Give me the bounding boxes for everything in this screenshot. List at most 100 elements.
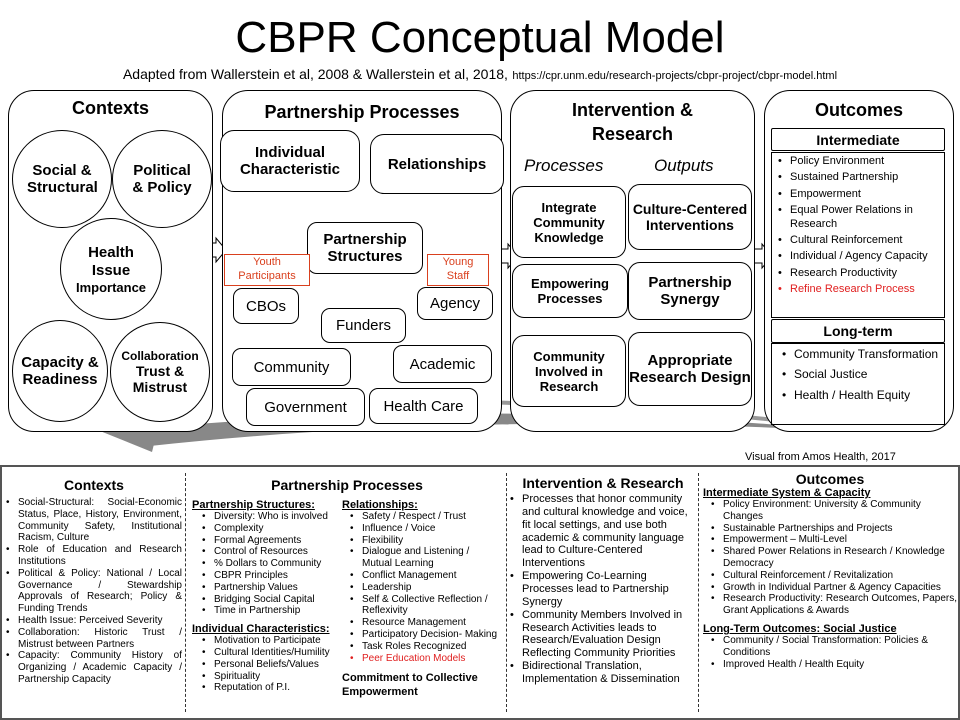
divider	[185, 473, 186, 712]
detail-item: Research Productivity: Research Outcomes…	[711, 593, 957, 617]
detail-longterm-list: Community / Social Transformation: Polic…	[703, 635, 957, 670]
funders-box: Funders	[321, 308, 406, 343]
commitment-text: Commitment to Collective Empowerment	[342, 672, 478, 698]
relationships-label: Relationships	[387, 155, 487, 173]
detail-item: Spirituality	[202, 671, 342, 683]
synergy-label: Partnership Synergy	[648, 274, 732, 308]
intermediate-system-subtitle: Intermediate System & Capacity	[703, 487, 871, 499]
detail-intermediate-list: Policy Environment: University & Communi…	[703, 499, 957, 617]
detail-partnership-title: Partnership Processes	[271, 477, 423, 493]
detail-item: Flexibility	[350, 535, 502, 547]
detail-item: Community / Social Transformation: Polic…	[711, 635, 957, 659]
circle-political-policy: Political & Policy	[112, 130, 212, 228]
detail-item: Personal Beliefs/Values	[202, 659, 342, 671]
detail-outcomes: Outcomes Intermediate System & Capacity …	[703, 467, 957, 720]
intermediate-item: Empowerment	[778, 188, 940, 202]
detail-item: Bidirectional Translation, Implementatio…	[510, 660, 696, 686]
detail-item: Task Roles Recognized	[350, 641, 502, 653]
health-care-label: Health Care	[383, 397, 464, 415]
contexts-title: Contexts	[71, 98, 149, 118]
detail-item: Control of Resources	[202, 546, 342, 558]
detail-item: Safety / Respect / Trust	[350, 511, 502, 523]
detail-item: Cultural Reinforcement / Revitalization	[711, 570, 957, 582]
intermediate-item-red: Refine Research Process	[778, 283, 940, 297]
political-label: Political & Policy	[132, 162, 192, 196]
detail-item: Bridging Social Capital	[202, 594, 342, 606]
design-label: Appropriate Research Design	[629, 352, 751, 386]
longterm-item: Community Transformation	[782, 347, 940, 362]
agency-label: Agency	[429, 295, 481, 312]
government-box: Government	[246, 388, 365, 426]
detail-contexts-list: Social-Structural: Social-Economic Statu…	[6, 497, 182, 686]
empowering-processes-box: Empowering Processes	[512, 264, 628, 318]
detail-item: Diversity: Who is involved	[202, 511, 342, 523]
intermediate-item: Cultural Reinforcement	[778, 234, 940, 248]
individual-list: Motivation to Participate Cultural Ident…	[192, 635, 342, 694]
partnership-structures-box: Partnership Structures	[307, 222, 423, 274]
longterm-item: Social Justice	[782, 367, 940, 382]
outputs-label: Outputs	[654, 156, 714, 175]
detail-item: Reputation of P.I.	[202, 682, 342, 694]
academic-box: Academic	[393, 345, 492, 383]
detail-item: Influence / Voice	[350, 523, 502, 535]
intermediate-item: Research Productivity	[778, 267, 940, 281]
subtitle-url[interactable]: https://cpr.unm.edu/research-projects/cb…	[512, 70, 838, 82]
detail-item: Improved Health / Health Equity	[711, 659, 957, 671]
detail-item: Participatory Decision- Making	[350, 629, 502, 641]
detail-item: Shared Power Relations in Research / Kno…	[711, 546, 957, 570]
empowering-label: Empowering Processes	[530, 276, 609, 306]
intermediate-label: Intermediate	[816, 131, 900, 148]
partnership-title: Partnership Processes	[264, 102, 460, 122]
detail-item: Processes that honor community and cultu…	[510, 493, 696, 570]
divider	[506, 473, 507, 712]
detail-item: Resource Management	[350, 617, 502, 629]
processes-label: Processes	[524, 156, 604, 175]
structures-list: Diversity: Who is involved Complexity Fo…	[192, 511, 342, 617]
detail-item: Health Issue: Perceived Severity	[6, 615, 182, 627]
detail-intervention-list: Processes that honor community and cultu…	[510, 493, 696, 686]
research-design-box: Appropriate Research Design	[628, 332, 752, 406]
subtitle: Adapted from Wallerstein et al, 2008 & W…	[0, 66, 960, 84]
detail-partnership: Partnership Processes Partnership Struct…	[190, 467, 504, 720]
young-staff-label: Young Staff	[442, 256, 474, 282]
health-issue-label: Health Issue	[88, 243, 134, 279]
longterm-list-box: Community Transformation Social Justice …	[771, 343, 945, 425]
detail-item: CBPR Principles	[202, 570, 342, 582]
capacity-label: Capacity & Readiness	[21, 354, 99, 388]
relationships-list: Safety / Respect / Trust Influence / Voi…	[342, 511, 502, 664]
detail-item: Growth in Individual Partner & Agency Ca…	[711, 582, 957, 594]
detail-item: Sustainable Partnerships and Projects	[711, 523, 957, 535]
structures-subtitle: Partnership Structures:	[192, 499, 315, 511]
culture-centered-box: Culture-Centered Interventions	[628, 184, 752, 250]
cbos-box: CBOs	[233, 288, 299, 324]
integrate-label: Integrate Community Knowledge	[533, 199, 605, 245]
individual-label: Individual Characteristic	[239, 144, 341, 178]
detail-outcomes-title: Outcomes	[795, 471, 865, 487]
detail-item: Community Members Involved in Research A…	[510, 609, 696, 660]
detail-item: Empowering Co-Learning Processes lead to…	[510, 570, 696, 609]
detail-intervention: Intervention & Research Processes that h…	[510, 467, 696, 720]
government-label: Government	[264, 398, 347, 416]
health-care-box: Health Care	[369, 388, 478, 424]
detail-item: Conflict Management	[350, 570, 502, 582]
detail-item: Self & Collective Reflection / Reflexivi…	[350, 594, 502, 618]
integrate-knowledge-box: Integrate Community Knowledge	[512, 186, 626, 258]
detail-item: Partnership Values	[202, 582, 342, 594]
detail-item: Role of Education and Research Instituti…	[6, 544, 182, 568]
social-label: Social & Structural	[27, 162, 98, 196]
intermediate-item: Equal Power Relations in Research	[778, 204, 940, 231]
trust-label: Trust & Mistrust	[132, 363, 188, 395]
detail-item: Political & Policy: National / Local Gov…	[6, 568, 182, 615]
circle-collaboration: Collaboration Trust & Mistrust	[110, 322, 210, 422]
detail-item: Time in Partnership	[202, 605, 342, 617]
relationships-subtitle: Relationships:	[342, 499, 418, 511]
detail-item: Social-Structural: Social-Economic Statu…	[6, 497, 182, 544]
longterm-header: Long-term	[771, 319, 945, 343]
community-involved-label: Community Involved in Research	[533, 348, 605, 394]
young-staff-box: Young Staff	[427, 254, 489, 286]
circle-capacity-readiness: Capacity & Readiness	[12, 320, 108, 422]
detail-relationships: Relationships: Safety / Respect / Trust …	[342, 499, 502, 699]
subtitle-text: Adapted from Wallerstein et al, 2008 & W…	[122, 66, 508, 82]
structures-label: Partnership Structures	[323, 231, 407, 265]
detail-item: Cultural Identities/Humility	[202, 647, 342, 659]
